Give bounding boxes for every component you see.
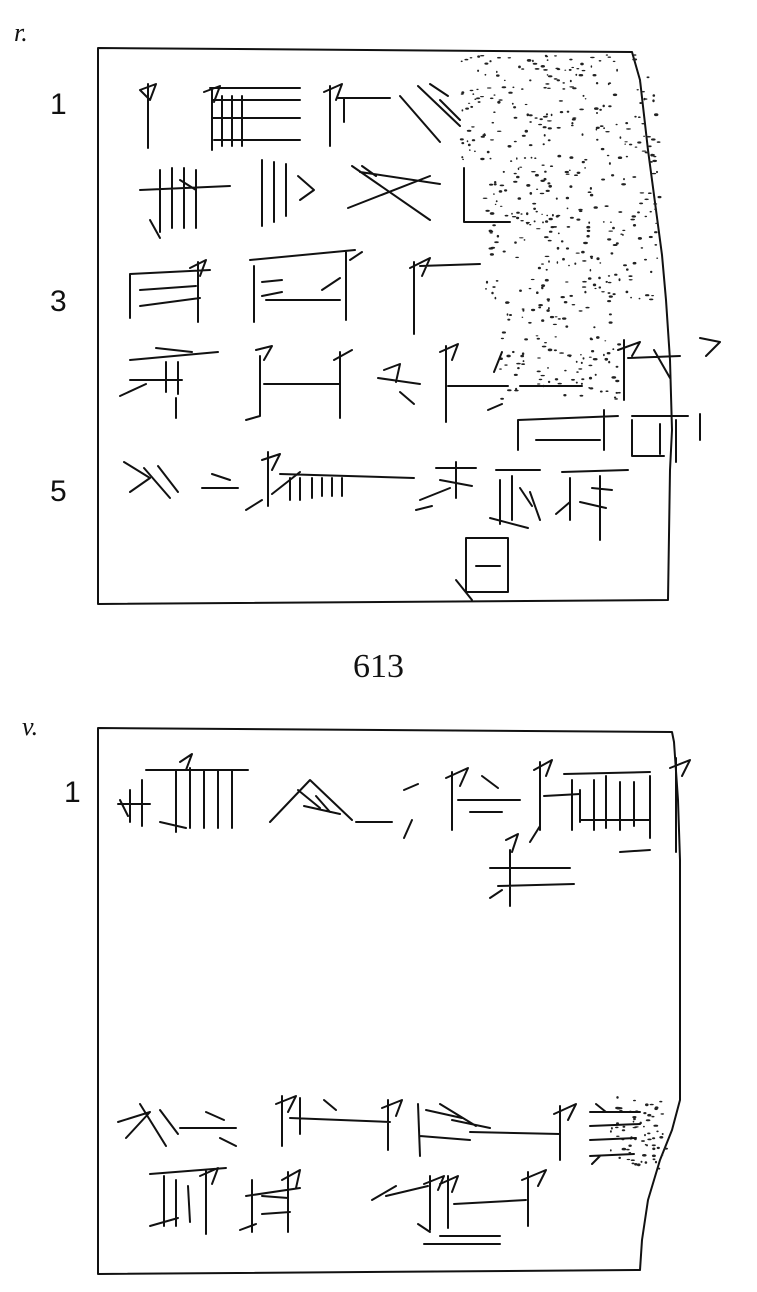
obverse-signs bbox=[119, 83, 721, 601]
obverse-line-number-3: 3 bbox=[50, 285, 67, 318]
reverse-line-number-1: 1 bbox=[64, 776, 81, 809]
tablet-number: 613 bbox=[353, 648, 404, 685]
reverse-side-label: v. bbox=[22, 712, 39, 741]
reverse-signs bbox=[117, 753, 691, 1245]
reverse-damage-area bbox=[609, 1096, 669, 1170]
obverse-tablet-outline bbox=[97, 47, 673, 605]
obverse-line-number-1: 1 bbox=[50, 88, 67, 121]
obverse-side-label: r. bbox=[14, 18, 28, 47]
reverse-tablet-outline bbox=[97, 727, 681, 1275]
obverse-damage-area bbox=[459, 54, 662, 400]
obverse-line-number-5: 5 bbox=[50, 475, 67, 508]
